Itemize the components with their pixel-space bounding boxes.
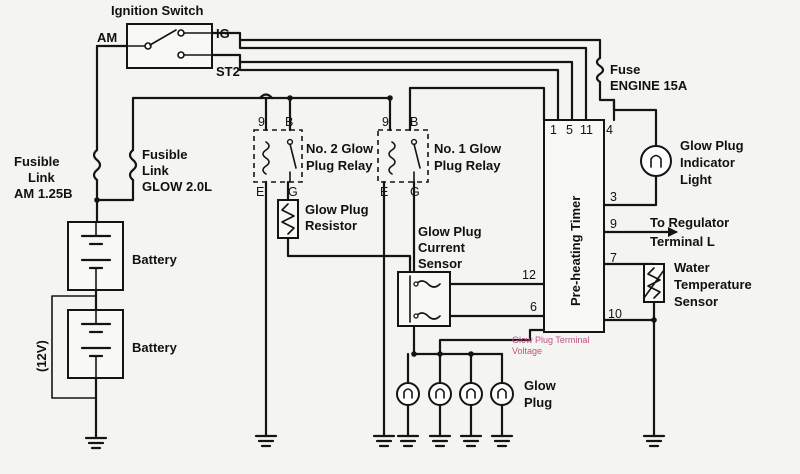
pre-heating-timer: Pre-heating Timer 1 5 11 4 3 9 7 10 12 6 xyxy=(522,119,622,333)
glow-plug-line2: Plug xyxy=(524,395,552,410)
water-sensor-line2: Temperature xyxy=(674,277,752,292)
battery-lower-label: Battery xyxy=(132,340,178,355)
timer-pin-3: 3 xyxy=(610,190,617,204)
fusible-link-glow-line3: GLOW 2.0L xyxy=(142,179,212,194)
fusible-link-glow: Fusible Link GLOW 2.0L xyxy=(95,147,212,202)
relay-2-box xyxy=(253,129,303,183)
relay-2-pin-9: 9 xyxy=(258,115,265,129)
regulator-line2: Terminal L xyxy=(650,234,715,249)
ground-timer xyxy=(642,434,666,448)
glow-plug-resistor: Glow Plug Resistor xyxy=(277,180,412,274)
timer-label: Pre-heating Timer xyxy=(568,196,583,306)
timer-pin-6: 6 xyxy=(530,300,537,314)
glow-plug-indicator-light: Glow Plug Indicator Light xyxy=(602,138,744,207)
relay-2-line2: Plug Relay xyxy=(306,158,373,173)
timer-pin-9: 9 xyxy=(610,217,617,231)
timer-pin-10: 10 xyxy=(608,307,622,321)
relay-2: 9 B E G No. 2 Glow Plug Relay xyxy=(253,96,374,199)
indicator-line1: Glow Plug xyxy=(680,138,744,153)
relay-1-pin-b: B xyxy=(410,115,418,129)
water-sensor-line1: Water xyxy=(674,260,710,275)
fusible-link-am-line3: AM 1.25B xyxy=(14,186,73,201)
fuse-label: Fuse xyxy=(610,62,640,77)
fusible-link-am-line2: Link xyxy=(28,170,55,185)
ground-battery xyxy=(84,436,108,450)
fusible-link-glow-line2: Link xyxy=(142,163,169,178)
timer-pin-11: 11 xyxy=(580,123,593,137)
current-sensor-line1: Glow Plug xyxy=(418,224,482,239)
glow-plug-line1: Glow xyxy=(524,378,557,393)
timer-pin-5: 5 xyxy=(566,123,573,137)
regulator-line1: To Regulator xyxy=(650,215,729,230)
switch-am-label: AM xyxy=(97,30,117,45)
relay-2-pin-g: G xyxy=(288,185,298,199)
indicator-line2: Indicator xyxy=(680,155,735,170)
glow-plug-1 xyxy=(396,352,420,448)
regulator-connection: To Regulator Terminal L xyxy=(602,215,729,249)
current-sensor-line2: Current xyxy=(418,240,466,255)
indicator-line3: Light xyxy=(680,172,712,187)
relay-1-pin-9: 9 xyxy=(382,115,389,129)
ground-relay-1 xyxy=(372,434,396,448)
resistor-line2: Resistor xyxy=(305,218,357,233)
fusible-link-glow-line1: Fusible xyxy=(142,147,188,162)
glow-plug-bank: Glow Plug xyxy=(396,352,557,448)
water-temperature-sensor: Water Temperature Sensor xyxy=(602,260,752,438)
glow-plug-current-sensor: Glow Plug Current Sensor xyxy=(397,224,482,327)
glow-plug-2 xyxy=(428,352,452,448)
indicator-lamp xyxy=(640,145,672,177)
ground-relay-2 xyxy=(254,434,278,448)
timer-pin-12: 12 xyxy=(522,268,536,282)
relay-2-line1: No. 2 Glow xyxy=(306,141,374,156)
relay-1: 9 B E G No. 1 Glow Plug Relay xyxy=(377,86,502,199)
fuse-engine: Fuse ENGINE 15A xyxy=(595,56,688,147)
relay-2-pin-e: E xyxy=(256,185,264,199)
ignition-switch-title: Ignition Switch xyxy=(111,3,203,18)
fuse-rating: ENGINE 15A xyxy=(610,78,688,93)
current-sensor-box xyxy=(397,271,451,327)
battery-lower: Battery xyxy=(67,309,178,379)
glow-plug-4 xyxy=(490,352,514,448)
relay-2-pin-b: B xyxy=(285,115,293,129)
water-sensor-line3: Sensor xyxy=(674,294,718,309)
timer-box xyxy=(543,119,605,333)
fusible-link-am: Fusible Link AM 1.25B xyxy=(14,148,102,224)
current-sensor-line3: Sensor xyxy=(418,256,462,271)
annotation-line1: Glow Plug Terminal xyxy=(512,335,589,345)
ignition-switch: Ignition Switch AM IG ST2 xyxy=(97,3,240,79)
voltage-label: (12V) xyxy=(34,340,49,372)
relay-1-line2: Plug Relay xyxy=(434,158,501,173)
battery-upper: Battery xyxy=(67,221,178,291)
annotation-line2: Voltage xyxy=(512,346,542,356)
fusible-link-am-line1: Fusible xyxy=(14,154,60,169)
battery-upper-label: Battery xyxy=(132,252,178,267)
switch-st2-label: ST2 xyxy=(216,64,240,79)
timer-pin-7: 7 xyxy=(610,251,617,265)
relay-1-line1: No. 1 Glow xyxy=(434,141,502,156)
relay-1-box xyxy=(377,129,429,183)
glow-plug-3 xyxy=(459,352,483,448)
timer-pin-4: 4 xyxy=(606,123,613,137)
resistor-line1: Glow Plug xyxy=(305,202,369,217)
timer-pin-1: 1 xyxy=(550,123,557,137)
